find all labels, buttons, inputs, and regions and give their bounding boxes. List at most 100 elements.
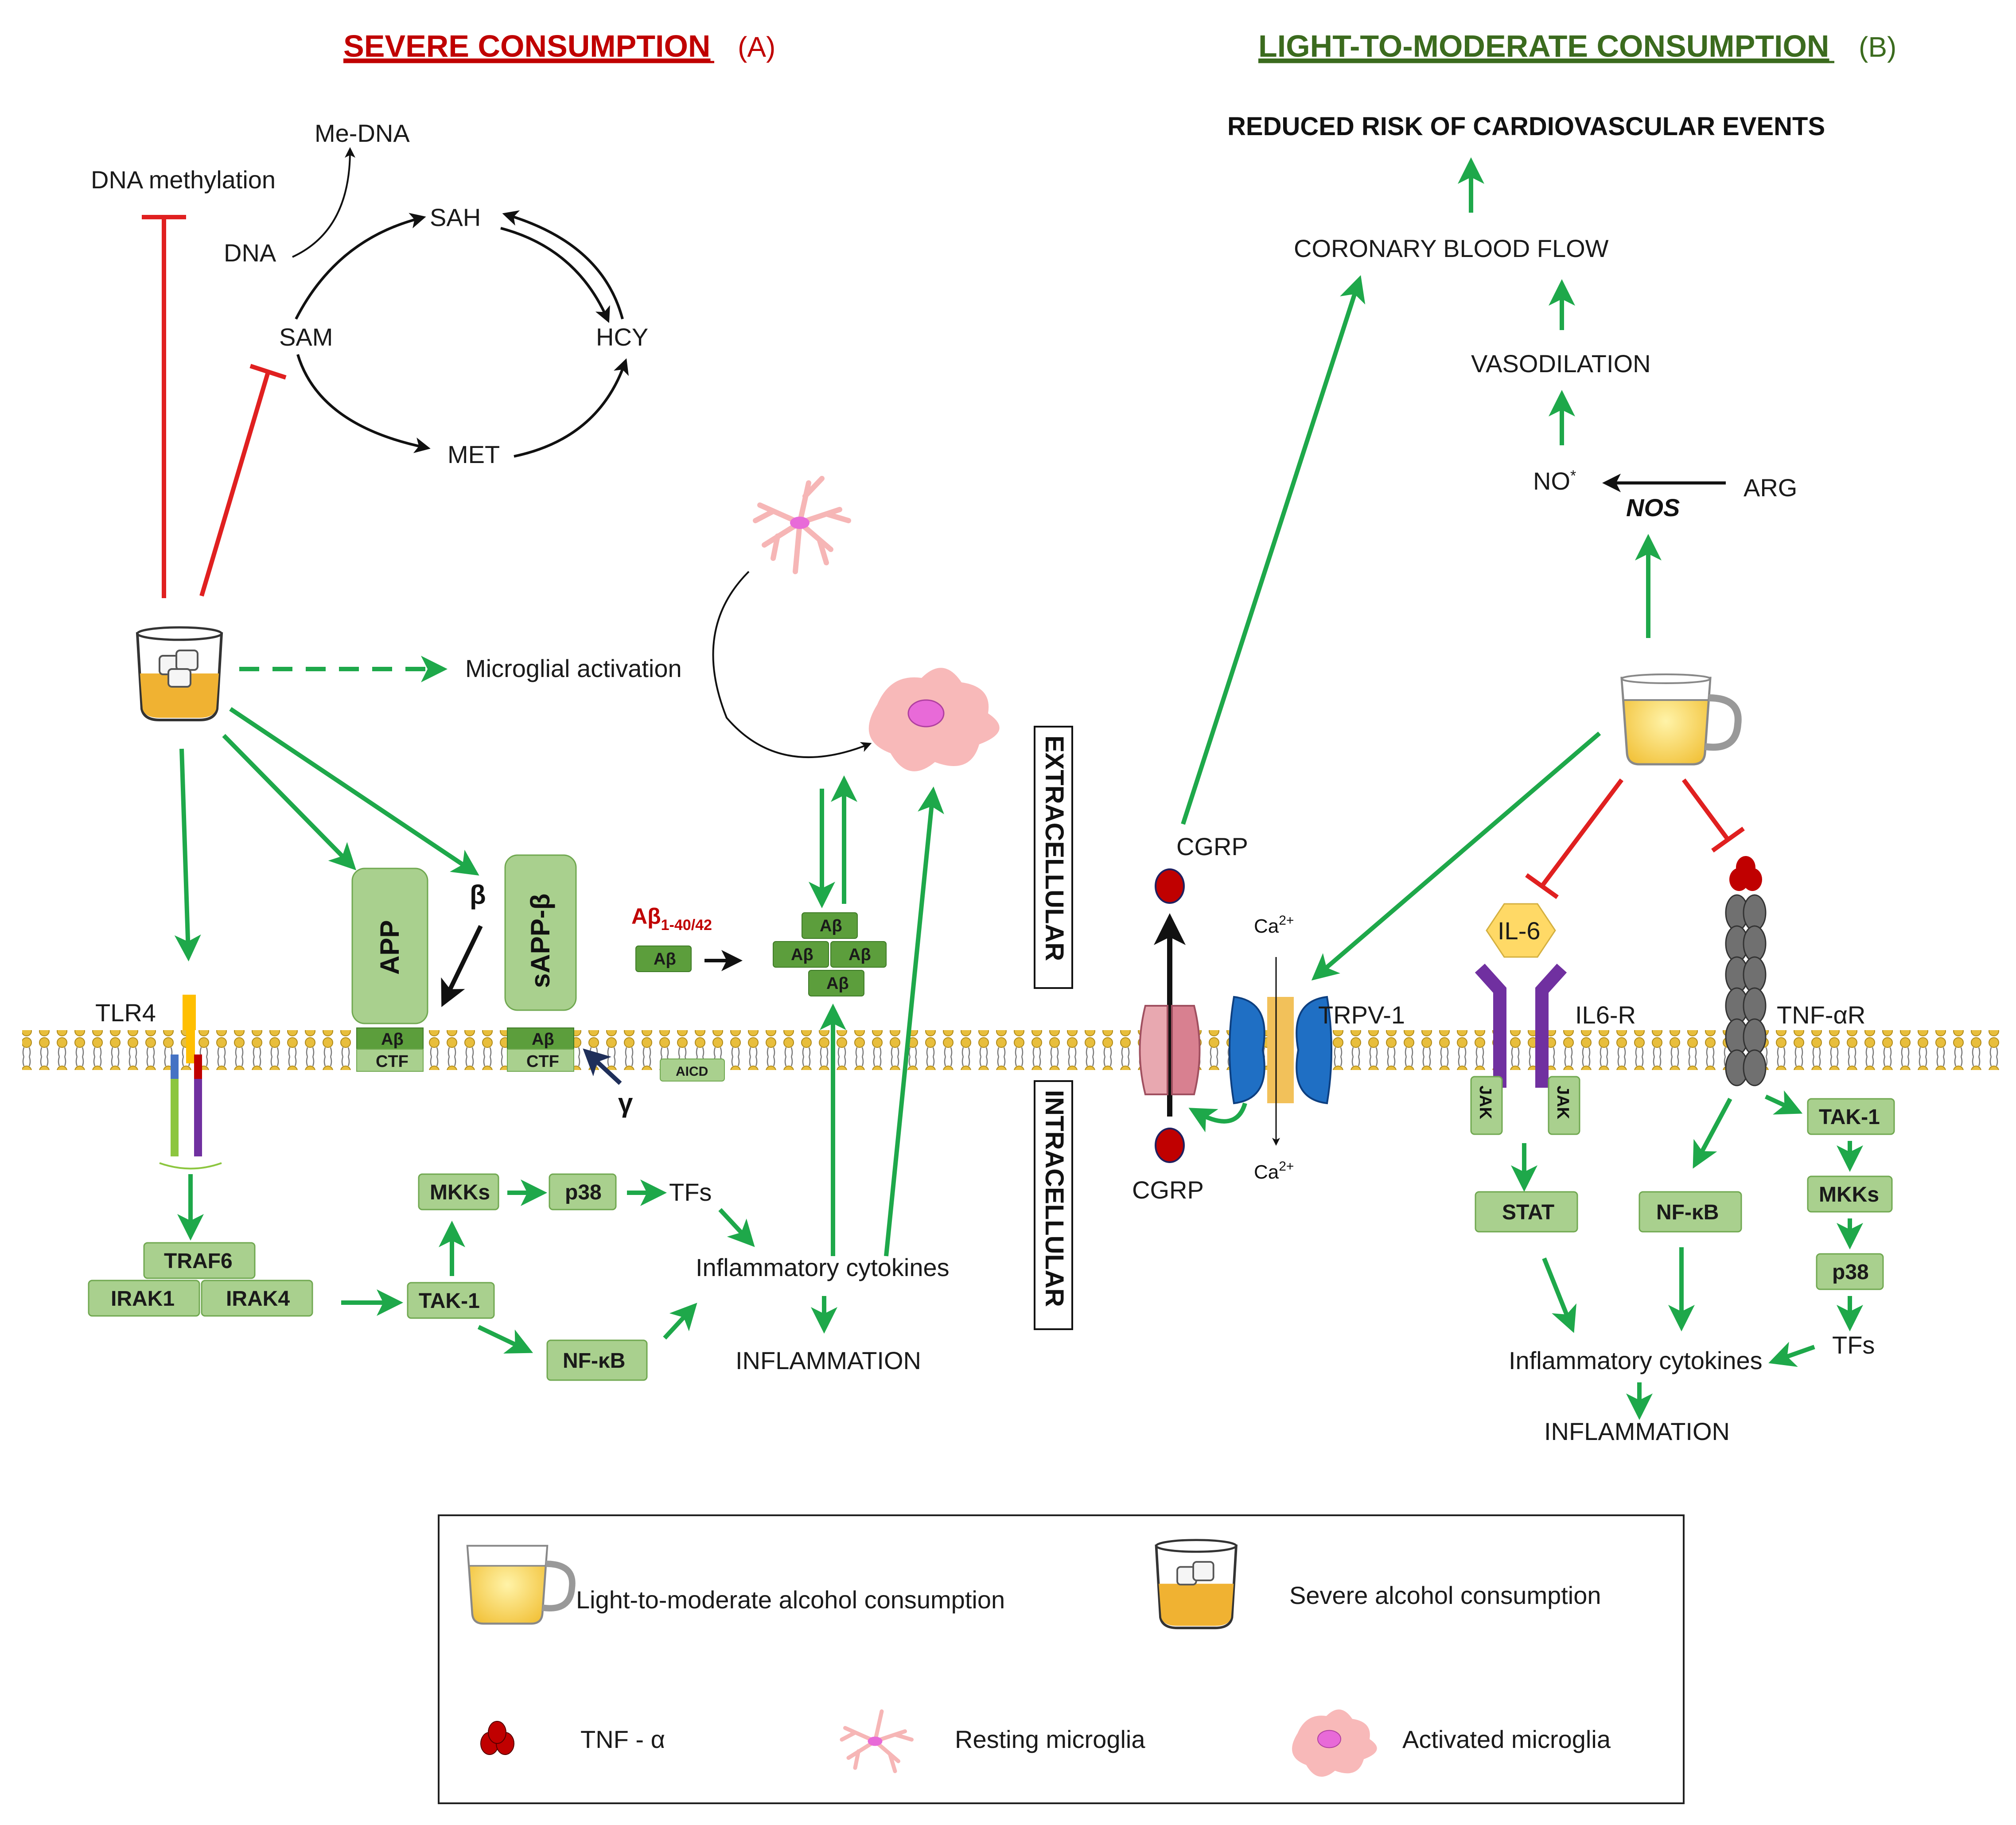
activated-microglia-icon — [868, 668, 1000, 771]
severe-glass-icon — [136, 626, 223, 721]
resting-to-activated-arrow — [712, 571, 872, 759]
aicd-label: AICD — [676, 1064, 708, 1079]
ab-oligomer-label-2: Aβ — [791, 946, 813, 964]
light-mkks-label: MKKs — [1819, 1183, 1879, 1206]
ab-oligomer — [773, 912, 887, 996]
nos-label: NOS — [1626, 494, 1680, 521]
resting-microglia-icon — [753, 476, 851, 574]
vasodilation-label: VASODILATION — [1471, 350, 1651, 377]
jak-right-label: JAK — [1553, 1086, 1572, 1120]
tfs-to-cytokines-arrow — [718, 1208, 755, 1247]
severe-to-app-arrow — [222, 734, 357, 871]
ca-bottom-label: Ca2+ — [1254, 1159, 1294, 1183]
severe-cytokines-label: Inflammatory cytokines — [696, 1253, 950, 1281]
tlr4-receptor-icon — [159, 995, 222, 1170]
severe-inflammation-label: INFLAMMATION — [736, 1346, 921, 1374]
il6-label: IL-6 — [1498, 917, 1541, 945]
traf6-label: TRAF6 — [164, 1249, 233, 1273]
legend-severe-glass-icon — [1155, 1539, 1238, 1630]
tnf-alpha-molecule — [1729, 856, 1762, 891]
legend-resting-label: Resting microglia — [955, 1725, 1145, 1753]
sapp-ab-label: Aβ — [532, 1030, 554, 1049]
coronary-flow-label: CORONARY BLOOD FLOW — [1294, 234, 1609, 262]
severe-tag: (A) — [738, 31, 775, 63]
light-title: LIGHT-TO-MODERATE CONSUMPTION — [1258, 29, 1829, 63]
app-ctf-label: CTF — [376, 1052, 409, 1071]
il6r-label: IL6-R — [1575, 1001, 1636, 1029]
cgrp-top-molecule — [1155, 868, 1185, 904]
nfkb-to-cytokines-arrow — [663, 1303, 697, 1340]
cytokines-to-microglia-arrow — [884, 786, 944, 1257]
il6-receptor-icon — [1475, 963, 1567, 1088]
app-label: APP — [375, 920, 405, 975]
light-p38-label: p38 — [1832, 1261, 1869, 1284]
app-ab-block — [356, 1027, 424, 1050]
tak1-label: TAK-1 — [419, 1289, 480, 1313]
beer-inhibit-tnf-bar — [1711, 826, 1745, 853]
irak1-box — [88, 1280, 200, 1317]
app-ab-label: Aβ — [381, 1030, 404, 1049]
legend-box — [438, 1514, 1685, 1804]
tak1-to-nfkb-arrow — [477, 1325, 533, 1354]
ab-oligomer-label-1: Aβ — [820, 917, 842, 935]
trpv1-to-cgrp-arrow — [1188, 1102, 1247, 1132]
beer-to-trpv1-arrow — [1311, 732, 1601, 981]
arg-label: ARG — [1744, 474, 1797, 502]
legend-activated-microglia-icon — [1292, 1709, 1377, 1777]
trpv1-channel-icon — [1229, 996, 1332, 1105]
dna-methylation-label: DNA methylation — [91, 166, 276, 194]
sapp-ctf-block — [507, 1049, 574, 1072]
trpv1-label: TRPV-1 — [1318, 1001, 1405, 1029]
sah-to-hcy-arrow — [500, 227, 610, 323]
light-mkks-box — [1807, 1175, 1893, 1213]
inhibit-sam-bar — [249, 364, 287, 380]
traf6-box — [143, 1242, 256, 1279]
light-tak1-box — [1807, 1098, 1895, 1135]
light-p38-box — [1816, 1253, 1884, 1290]
stat-label: STAT — [1502, 1201, 1554, 1224]
sapp-beta-label: sAPP-β — [525, 894, 555, 988]
legend-light-label: Light-to-moderate alcohol consumption — [576, 1586, 1005, 1614]
severe-to-tlr4-arrow — [174, 748, 201, 961]
ab-oligomer-label-3: Aβ — [848, 946, 871, 964]
reduced-risk-label: REDUCED RISK OF CARDIOVASCULAR EVENTS — [1227, 112, 1825, 141]
beta-cleavage-arrow — [441, 925, 483, 1007]
beer-inhibit-tnf — [1681, 778, 1730, 841]
ca-top-label: Ca2+ — [1254, 913, 1294, 937]
severe-title: SEVERE CONSUMPTION — [343, 29, 710, 63]
tlr4-label: TLR4 — [95, 999, 156, 1027]
no-label: NO* — [1533, 467, 1576, 495]
ab-oligomer-label-4: Aβ — [826, 974, 849, 993]
hcy-label: HCY — [596, 323, 648, 351]
aicd-block — [660, 1058, 725, 1082]
cgrp-channel-icon — [1139, 1005, 1201, 1095]
dna-label: DNA — [224, 239, 276, 267]
ab-monomer-label: Aβ — [654, 950, 676, 969]
p38-box — [549, 1173, 617, 1210]
light-tag: (B) — [1859, 31, 1896, 63]
light-nfkb-label: NF-κB — [1656, 1201, 1719, 1224]
microglial-activation-label: Microglial activation — [465, 654, 682, 682]
cgrp-top-label: CGRP — [1176, 833, 1248, 860]
p38-label: p38 — [565, 1181, 602, 1204]
sapp-ctf-label: CTF — [526, 1052, 559, 1071]
legend-resting-microglia-icon — [840, 1709, 914, 1773]
irak4-box — [201, 1280, 313, 1317]
dna-to-medna-arrow — [292, 147, 355, 258]
inhibit-sam — [199, 371, 270, 597]
me-dna-label: Me-DNA — [315, 119, 410, 147]
tnf-alpha-receptor-icon — [1725, 894, 1767, 1086]
tnfar-label: TNF-αR — [1777, 1001, 1865, 1029]
met-to-hcy-arrow — [514, 358, 629, 458]
beer-inhibit-il6 — [1540, 778, 1623, 887]
stat-to-cytokines-arrow — [1542, 1257, 1576, 1333]
ab-monomer — [635, 946, 692, 972]
jak-left-label: JAK — [1476, 1086, 1494, 1120]
beta-secretase-label: β — [470, 880, 486, 910]
light-tfs-label: TFs — [1832, 1331, 1875, 1359]
sapp-beta-protein — [504, 854, 577, 1011]
light-tfs-to-cytokines-arrow — [1768, 1342, 1815, 1367]
severe-to-beta-arrow — [229, 707, 479, 876]
cgrp-bottom-molecule — [1155, 1128, 1185, 1163]
